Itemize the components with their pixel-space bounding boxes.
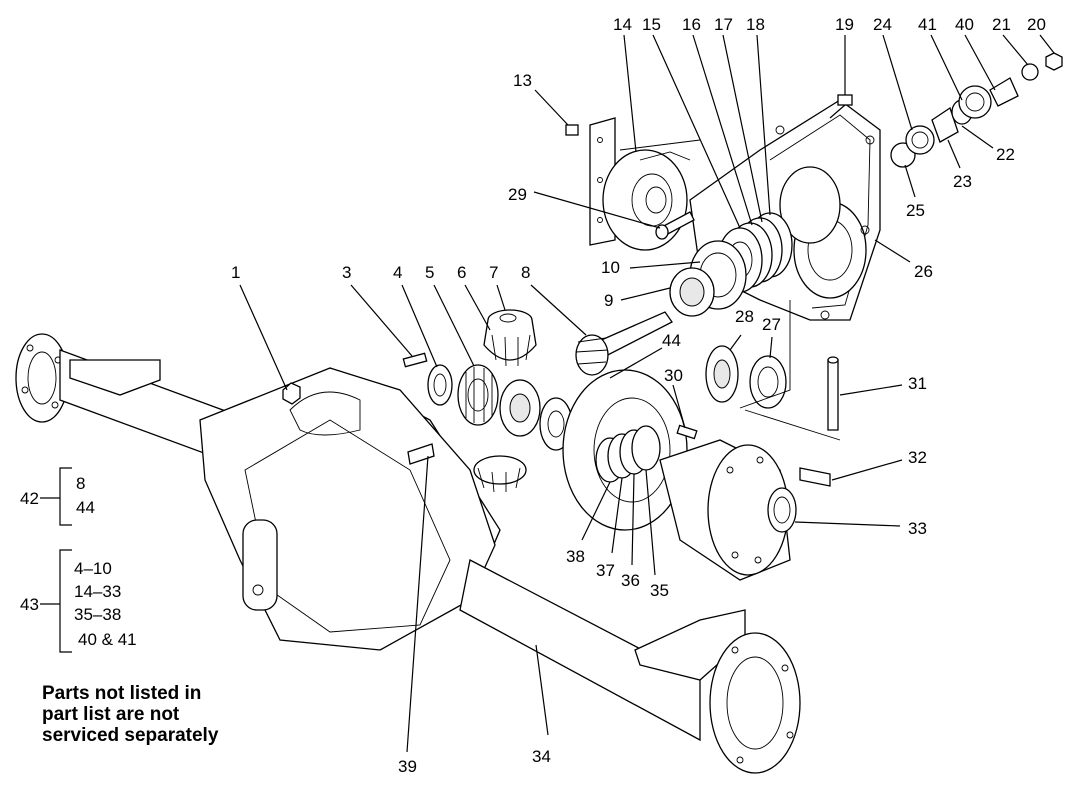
kit-43-item-4: 40 & 41 xyxy=(78,630,137,649)
callout-4: 4 xyxy=(393,263,402,282)
callout-28: 28 xyxy=(735,307,754,326)
callout-32: 32 xyxy=(908,448,927,467)
note-line-1: Parts not listed in xyxy=(42,683,201,704)
callout-34: 34 xyxy=(532,747,551,766)
callout-labels: 1 3 4 5 6 7 8 9 10 13 14 15 16 17 18 19 … xyxy=(231,15,1046,776)
callout-44: 44 xyxy=(662,331,681,350)
callout-19: 19 xyxy=(835,15,854,34)
callout-40: 40 xyxy=(955,15,974,34)
callout-27: 27 xyxy=(762,315,781,334)
callout-21: 21 xyxy=(992,15,1011,34)
callout-33: 33 xyxy=(908,519,927,538)
callout-20: 20 xyxy=(1027,15,1046,34)
kit-43-item-3: 35–38 xyxy=(74,605,121,624)
callout-10: 10 xyxy=(601,258,620,277)
callout-31: 31 xyxy=(908,374,927,393)
callout-35: 35 xyxy=(650,581,669,600)
callout-15: 15 xyxy=(642,15,661,34)
kit-42-label: 42 xyxy=(20,489,39,508)
callout-1: 1 xyxy=(231,263,240,282)
callout-17: 17 xyxy=(714,15,733,34)
callout-5: 5 xyxy=(425,263,434,282)
callout-6: 6 xyxy=(457,263,466,282)
callout-41: 41 xyxy=(918,15,937,34)
kit-43: 43 4–10 14–33 35–38 40 & 41 xyxy=(20,549,137,653)
kit-43-label: 43 xyxy=(20,595,39,614)
note-line-3: serviced separately xyxy=(42,725,219,746)
callout-39: 39 xyxy=(398,757,417,776)
callout-9: 9 xyxy=(604,291,613,310)
callout-18: 18 xyxy=(746,15,765,34)
leader-lines xyxy=(239,34,1055,753)
callout-24: 24 xyxy=(873,15,892,34)
callout-23: 23 xyxy=(953,172,972,191)
callout-8: 8 xyxy=(521,263,530,282)
callout-30: 30 xyxy=(664,366,683,385)
callout-22: 22 xyxy=(996,145,1015,164)
callout-14: 14 xyxy=(613,15,632,34)
component-parts xyxy=(402,52,1063,581)
axle-housing xyxy=(15,333,801,774)
note-line-2: part list are not xyxy=(42,704,180,725)
service-note: Parts not listed in part list are not se… xyxy=(42,683,219,746)
callout-37: 37 xyxy=(596,561,615,580)
callout-7: 7 xyxy=(489,263,498,282)
kit-42-item-1: 8 xyxy=(76,474,85,493)
kit-42: 42 8 44 xyxy=(20,467,95,526)
kit-42-item-2: 44 xyxy=(76,498,95,517)
callout-36: 36 xyxy=(621,571,640,590)
callout-29: 29 xyxy=(508,185,527,204)
callout-16: 16 xyxy=(682,15,701,34)
callout-13: 13 xyxy=(513,71,532,90)
kit-43-item-1: 4–10 xyxy=(74,559,112,578)
kit-43-item-2: 14–33 xyxy=(74,582,121,601)
callout-3: 3 xyxy=(342,263,351,282)
callout-25: 25 xyxy=(906,201,925,220)
callout-26: 26 xyxy=(914,262,933,281)
callout-38: 38 xyxy=(566,547,585,566)
